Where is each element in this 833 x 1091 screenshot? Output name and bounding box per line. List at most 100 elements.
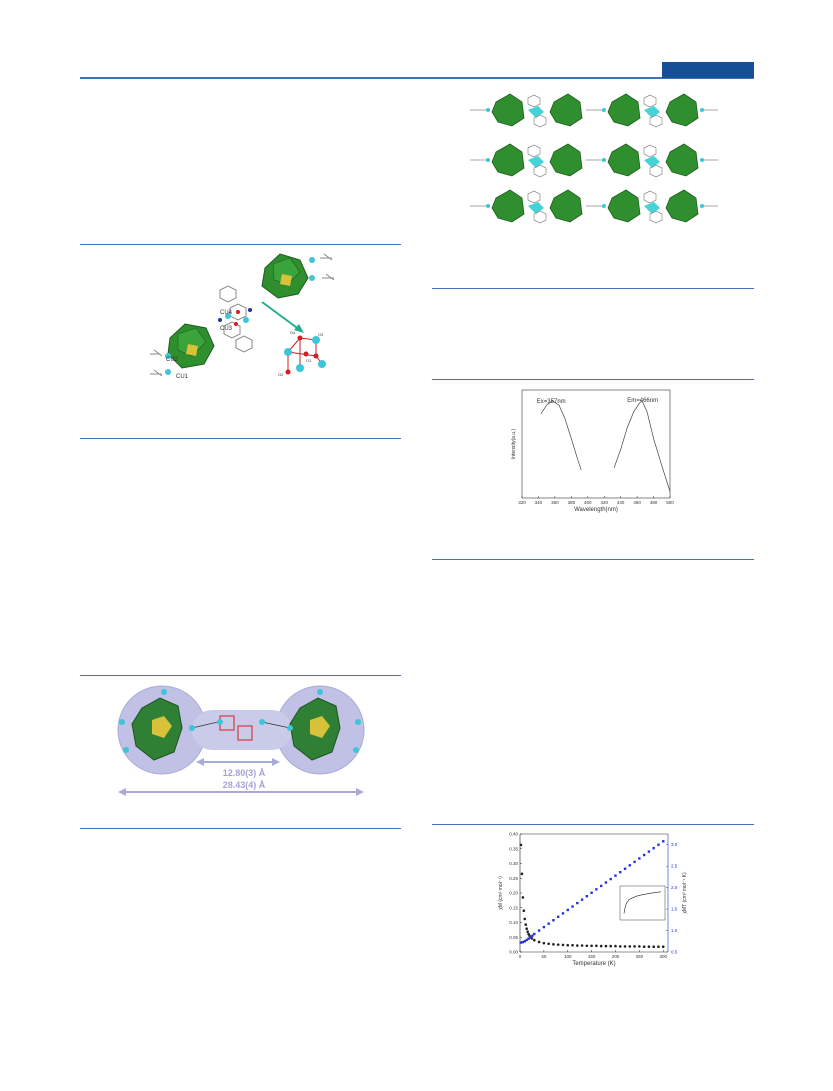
chi-m-point xyxy=(571,943,574,947)
chi-m-point xyxy=(657,945,660,948)
chi-m-point xyxy=(661,945,665,948)
x-axis-label: Temperature (K) xyxy=(572,961,615,967)
label-cu4: CU4 xyxy=(220,310,233,316)
y-left-tick-label: 0.00 xyxy=(509,950,518,955)
chart-axes xyxy=(519,833,669,953)
x-tick-label: 460 xyxy=(633,500,641,505)
polyoxometalate-cluster xyxy=(261,253,309,299)
y-left-tick-label: 0.30 xyxy=(509,861,518,866)
chi-m-point xyxy=(647,945,651,948)
inner-distance-label: 12.80(3) Å xyxy=(223,768,266,778)
chi-mt-point xyxy=(585,895,589,898)
chi-mt-point xyxy=(633,860,636,864)
chi-m-point xyxy=(556,943,560,946)
x-tick-label: 50 xyxy=(541,954,547,959)
x-tick-label: 320 xyxy=(518,500,526,505)
chart-axes xyxy=(521,389,671,499)
y-left-tick-label: 0.20 xyxy=(509,891,518,896)
section-rule xyxy=(80,438,401,439)
y-right-tick-label: 2.0 xyxy=(671,885,678,890)
chi-m-point xyxy=(542,941,546,945)
y-right-tick-label: 0.5 xyxy=(671,950,678,955)
section-rule xyxy=(432,379,754,380)
chi-mt-point xyxy=(647,850,651,853)
y-left-tick-label: 0.35 xyxy=(509,846,518,851)
distance-arrow-inner xyxy=(196,758,280,766)
cu-atoms xyxy=(165,257,315,375)
y-right-tick-label: 1.5 xyxy=(671,907,678,912)
chi-mt-point xyxy=(609,877,612,881)
figure-dimer-distance: 12.80(3) Å 28.43(4) Å xyxy=(117,685,365,796)
emission-curve-0 xyxy=(540,400,582,471)
chi-mt-point xyxy=(638,857,641,860)
section-rule xyxy=(80,828,401,829)
outer-distance-label: 28.43(4) Å xyxy=(223,780,266,790)
x-tick-label: 440 xyxy=(617,500,625,505)
label-o2: O2 xyxy=(278,372,284,377)
chi-m-point xyxy=(561,943,565,947)
polyoxometalate-cluster xyxy=(167,323,215,369)
annotation-excitation: Ex=357nm xyxy=(537,399,566,405)
y-axis-label-left: χM (cm³ mol⁻¹) xyxy=(498,876,504,910)
chi-m-point xyxy=(590,944,593,948)
x-tick-label: 150 xyxy=(588,954,596,959)
x-tick-label: 300 xyxy=(659,954,667,959)
y-axis-label-right: χMT (cm³ mol⁻¹ K) xyxy=(682,872,688,914)
chi-mt-point xyxy=(542,925,546,929)
chi-mt-point xyxy=(529,936,532,939)
chi-m-point xyxy=(642,945,646,948)
polyoxometalate-cluster xyxy=(131,697,183,761)
chi-mt-point xyxy=(571,905,574,908)
chart-series xyxy=(540,400,671,492)
chi-mt-point xyxy=(556,915,560,919)
cu-chain xyxy=(119,689,361,753)
chi-mt-point xyxy=(521,940,525,944)
label-o4: O4 xyxy=(290,330,296,335)
chi-mt-point xyxy=(595,888,598,891)
chi-m-point xyxy=(526,930,529,933)
packing-row xyxy=(470,93,718,128)
y-left-tick-label: 0.40 xyxy=(509,832,518,837)
chi-mt-point xyxy=(652,846,655,850)
chi-mt-point xyxy=(547,922,550,925)
y-left-tick-label: 0.25 xyxy=(509,876,518,881)
figure-molecular-structure: CU2 CU1 CU4 CU3 O4 O3 O1 O2 xyxy=(150,253,335,380)
chi-m-point xyxy=(520,872,524,876)
chi-m-point xyxy=(523,917,527,921)
chi-m-point xyxy=(614,944,617,948)
emission-curve-1 xyxy=(613,400,671,492)
chi-m-point xyxy=(633,945,636,948)
label-o1: O1 xyxy=(306,358,312,363)
chi-m-point xyxy=(552,943,555,946)
label-o3: O3 xyxy=(318,332,324,337)
chi-m-point xyxy=(580,944,584,947)
chi-m-point xyxy=(522,909,526,912)
x-tick-label: 480 xyxy=(650,500,658,505)
chi-mt-point xyxy=(590,891,593,894)
chi-m-point xyxy=(575,944,579,947)
label-cu1: CU1 xyxy=(176,374,189,380)
x-tick-label: 0 xyxy=(519,954,522,959)
chi-mt-point xyxy=(628,864,632,867)
y-left-tick-label: 0.05 xyxy=(509,935,518,940)
chi-mt-point xyxy=(599,884,603,888)
y-left-tick-label: 0.15 xyxy=(509,905,518,910)
chi-m-point xyxy=(599,944,603,948)
chi-mt-point xyxy=(657,843,660,846)
chi-m-point xyxy=(618,945,622,948)
chi-mt-point xyxy=(619,870,622,874)
chi-mt-point xyxy=(533,932,536,936)
y-left-tick-label: 0.10 xyxy=(509,920,518,925)
chi-mt-point xyxy=(642,853,646,857)
chi-mt-point xyxy=(662,840,665,843)
cu-core-inset: O4 O3 O1 O2 xyxy=(278,330,326,377)
chi-mt-point xyxy=(566,908,569,912)
chi-m-point xyxy=(566,943,570,947)
section-rule xyxy=(80,244,401,245)
chi-m-point xyxy=(609,944,613,948)
chi-m-point xyxy=(585,944,589,948)
